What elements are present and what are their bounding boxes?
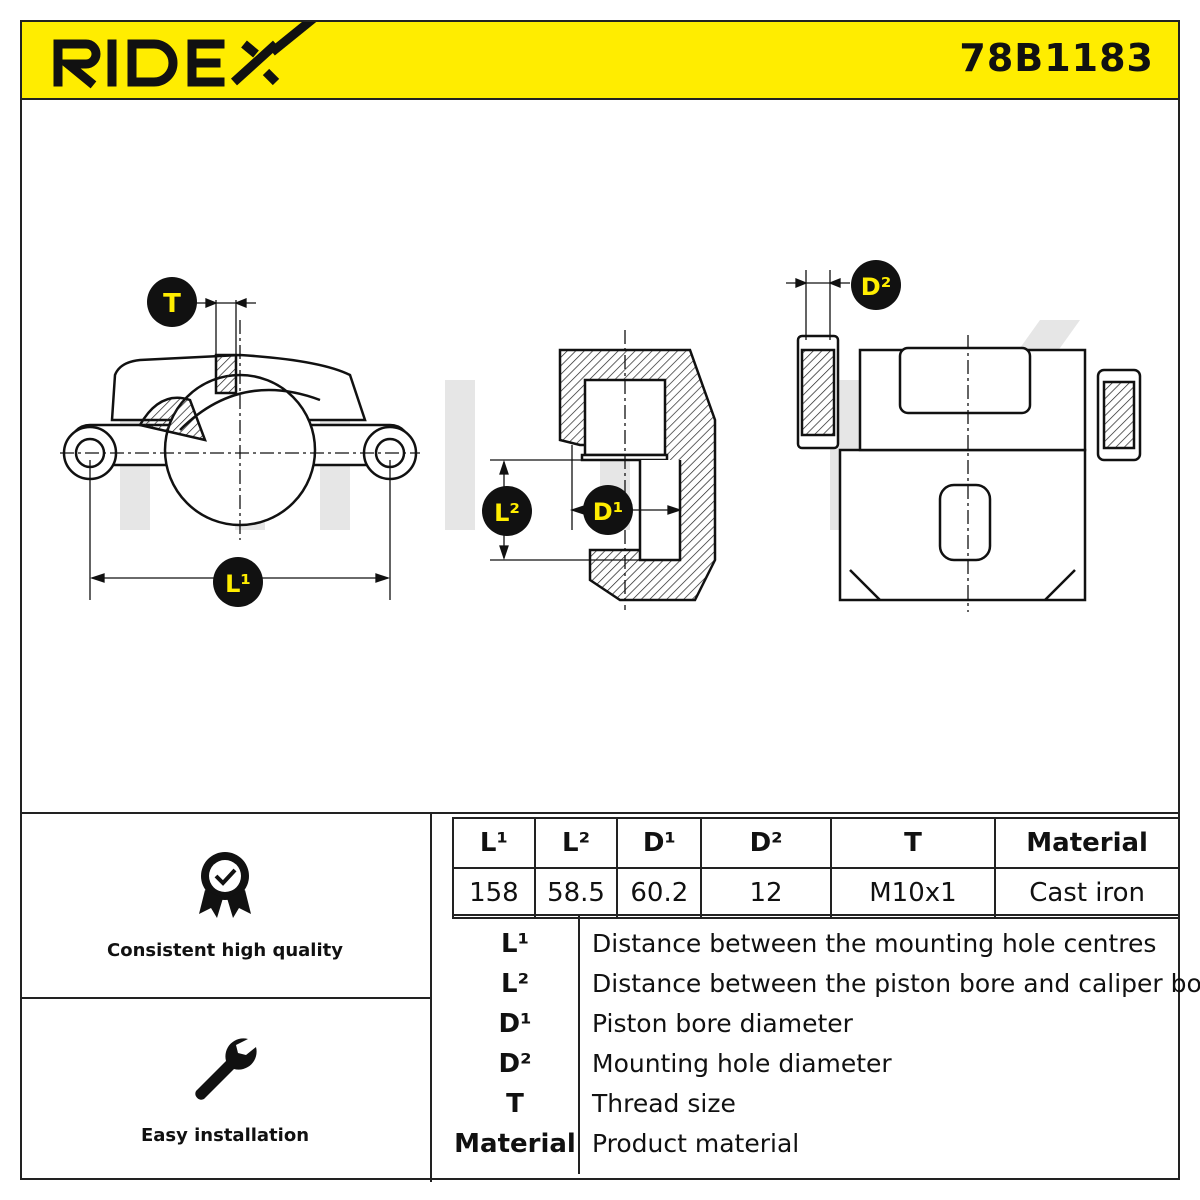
feature-divider [20,997,430,999]
specs-value: 58.5 [533,867,619,919]
legend-row: T Thread size [452,1084,1180,1124]
specs-table: L¹ L² D¹ D² T Material 158 58.5 60.2 12 … [452,817,1180,919]
info-section: Consistent high quality Easy installatio… [20,812,1200,1182]
legend: L¹ Distance between the mounting hole ce… [452,914,1200,1174]
specs-header: D² [700,817,832,869]
tag-L2-text: L² [494,499,520,527]
legend-key: D² [498,1049,532,1079]
legend-row: Material Product material [452,1124,1180,1164]
tag-L2: L² [482,486,532,536]
caliper-section-view [558,348,717,602]
tag-D2: D² [851,260,901,310]
header-bar: 78B1183 [20,20,1180,100]
specs-header: Material [994,817,1180,869]
specs-value: Cast iron [994,867,1180,919]
specs-header-row: L¹ L² D¹ D² T Material [452,817,1180,869]
specs-value: M10x1 [829,867,997,919]
feature-quality-label: Consistent high quality [107,940,343,961]
specs-value: 60.2 [616,867,703,919]
legend-key: Material [454,1129,576,1159]
legend-separator [578,914,580,1174]
specs-header: L¹ [452,817,536,869]
tag-L1: L¹ [213,557,263,607]
legend-desc: Distance between the piston bore and cal… [592,969,1200,998]
tag-T-text: T [163,289,181,319]
legend-desc: Product material [592,1129,800,1158]
tag-D1-text: D¹ [593,498,623,526]
specs-value: 158 [452,867,536,919]
legend-row: L² Distance between the piston bore and … [452,964,1200,1004]
legend-key: L² [501,969,529,999]
specs-header: T [829,817,997,869]
tag-D2-text: D² [861,273,891,301]
specs-value: 12 [700,867,832,919]
ridex-logo [53,22,317,89]
specs-header: D¹ [616,817,703,869]
side-view-dimensions [786,270,969,612]
legend-key: T [506,1089,524,1119]
legend-row: D¹ Piston bore diameter [452,1004,1180,1044]
legend-desc: Mounting hole diameter [592,1049,892,1078]
specs-header: L² [533,817,619,869]
tag-L1-text: L¹ [225,570,251,598]
legend-desc: Piston bore diameter [592,1009,853,1038]
wrench-icon [195,1038,257,1100]
feature-quality: Consistent high quality [20,814,430,997]
legend-top-rule [452,914,1180,916]
tag-D1: D¹ [583,485,633,535]
part-number: 78B1183 [959,36,1154,80]
legend-desc: Distance between the mounting hole centr… [592,929,1157,958]
caliper-drawing: T L¹ L² D¹ D² [60,260,1142,612]
caliper-side-view [796,334,1142,602]
vertical-divider [430,814,432,1182]
tag-T: T [147,277,197,327]
legend-row: L¹ Distance between the mounting hole ce… [452,924,1180,964]
legend-key: L¹ [501,929,529,959]
legend-row: D² Mounting hole diameter [452,1044,1180,1084]
feature-installation: Easy installation [20,999,430,1182]
legend-key: D¹ [498,1009,532,1039]
quality-badge-icon [199,852,251,918]
specs-value-row: 158 58.5 60.2 12 M10x1 Cast iron [452,867,1180,919]
legend-desc: Thread size [592,1089,736,1118]
feature-installation-label: Easy installation [140,1125,310,1146]
